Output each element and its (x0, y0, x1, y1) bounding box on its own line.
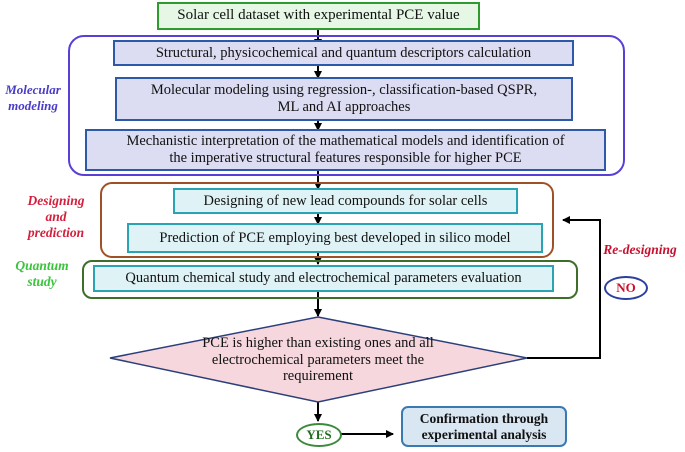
designing-prediction-frame (100, 182, 554, 258)
designing-label-line3: prediction (27, 225, 85, 241)
mechanistic-text-line2: the imperative structural features respo… (169, 150, 522, 166)
quantum-label-line2: study (27, 274, 57, 290)
molecular-label-line2: modeling (8, 97, 58, 113)
confirm-text-line1: Confirmation through (419, 410, 549, 426)
yes-text: YES (306, 426, 332, 442)
designing-text: Designing of new lead compounds for sola… (203, 192, 488, 209)
no-text: NO (616, 279, 636, 295)
decision-text-line1: PCE is higher than existing ones and all (202, 334, 434, 351)
feedback-loop-line (527, 216, 601, 359)
modeling-text-line1: Molecular modeling using regression-, cl… (150, 82, 538, 99)
descriptors-text: Structural, physicochemical and quantum … (155, 44, 532, 61)
yes-oval: YES (296, 423, 342, 447)
prediction-box: Prediction of PCE employing best develop… (127, 223, 543, 253)
quantum-study-frame (82, 260, 578, 299)
mechanistic-box: Mechanistic interpretation of the mathem… (85, 129, 606, 171)
decision-diamond (109, 316, 528, 403)
designing-label-line1: Designing (27, 193, 85, 208)
mechanistic-text-line1: Mechanistic interpretation of the mathem… (126, 133, 565, 150)
molecular-modeling-box: Molecular modeling using regression-, cl… (115, 77, 573, 121)
quantum-label-line1: Quantum (15, 258, 69, 273)
redesigning-label: Re-designing (596, 242, 684, 258)
decision-text-line2: electrochemical parameters meet the (211, 351, 425, 368)
designing-label-line2: and (45, 209, 67, 225)
molecular-modeling-frame (68, 35, 625, 176)
decision-text: PCE is higher than existing ones and all… (170, 330, 466, 390)
confirm-text-line2: experimental analysis (421, 426, 547, 442)
confirmation-box: Confirmation through experimental analys… (401, 406, 567, 447)
dataset-box: Solar cell dataset with experimental PCE… (157, 2, 480, 30)
dataset-text: Solar cell dataset with experimental PCE… (177, 7, 460, 24)
decision-text-line3: requirement (282, 368, 354, 385)
quantum-study-label: Quantum study (2, 258, 82, 290)
redesigning-text: Re-designing (603, 242, 677, 257)
molecular-label-line1: Molecular (5, 82, 61, 97)
prediction-text: Prediction of PCE employing best develop… (159, 229, 511, 246)
molecular-modeling-label: Molecular modeling (0, 82, 66, 113)
descriptors-box: Structural, physicochemical and quantum … (113, 40, 574, 66)
designing-prediction-label: Designing and prediction (14, 193, 98, 242)
no-oval: NO (604, 276, 648, 300)
quantum-text: Quantum chemical study and electrochemic… (125, 270, 522, 287)
quantum-box: Quantum chemical study and electrochemic… (93, 265, 554, 292)
designing-box: Designing of new lead compounds for sola… (173, 188, 518, 214)
modeling-text-line2: ML and AI approaches (277, 99, 411, 115)
